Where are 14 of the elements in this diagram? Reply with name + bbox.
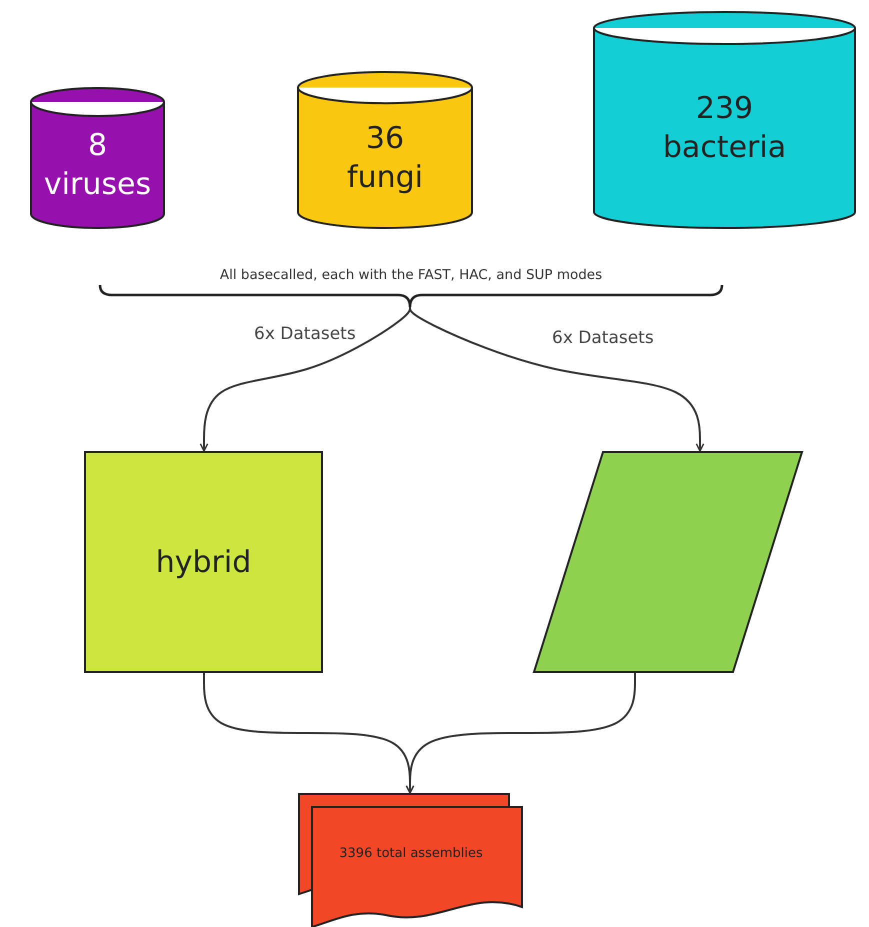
arrow (406, 673, 636, 794)
node-label: 239 bacteria (662, 90, 788, 167)
database-cylinder (593, 12, 856, 228)
node-label: 8 viruses (42, 127, 152, 204)
process-box (84, 451, 323, 673)
database-cylinder (30, 88, 165, 228)
node-label: hybrid (156, 544, 252, 582)
node-label: 3396 total assemblies (339, 846, 483, 862)
multi-document-shape (298, 793, 524, 927)
database-cylinder (297, 72, 473, 228)
note-text: All basecalled, each with the FAST, HAC, and SUP modes (220, 267, 602, 285)
arrow (409, 306, 704, 452)
data-parallelogram (533, 451, 803, 673)
node-label: 36 fungi (346, 120, 424, 197)
